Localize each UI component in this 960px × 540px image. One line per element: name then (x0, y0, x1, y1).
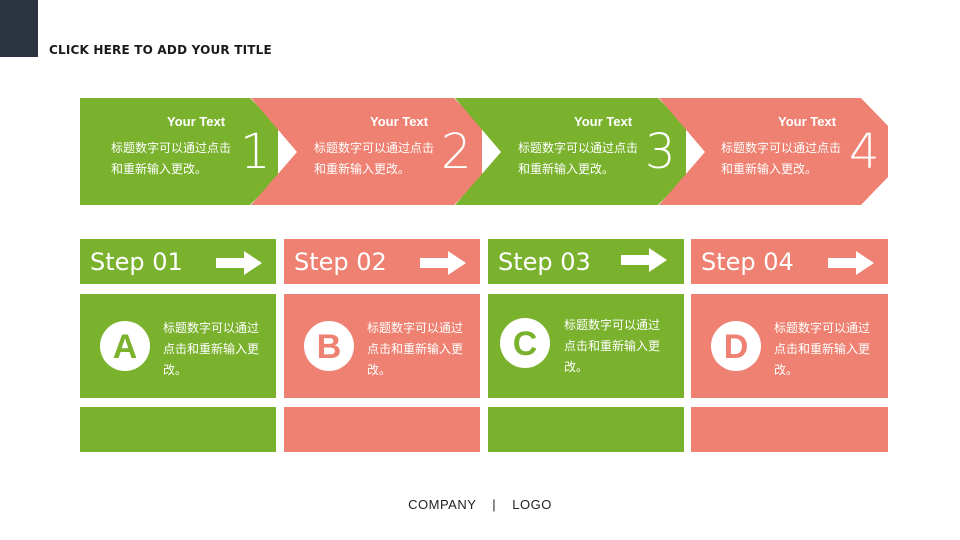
step-card: B 标题数字可以通过点击和重新输入更改。 (284, 294, 480, 398)
chevron-body: 标题数字可以通过点击和重新输入更改。 (111, 141, 232, 176)
step-card: A 标题数字可以通过点击和重新输入更改。 (80, 294, 276, 398)
chevron-shape (251, 98, 482, 205)
chevron-heading: Your Text (574, 114, 633, 129)
step-header: Step 01 (80, 239, 276, 284)
chevron-number: 4 (849, 124, 880, 180)
step-letter-badge: A (100, 321, 150, 371)
arrow-right-icon (216, 251, 262, 275)
chevron-shape (455, 98, 686, 205)
footer-separator: | (492, 497, 497, 512)
arrow-right-icon (828, 251, 874, 275)
chevron-heading: Your Text (370, 114, 429, 129)
chevron-3: Your Text 标题数字可以通过点击和重新输入更改。 3 (455, 98, 686, 205)
step-label: Step 03 (498, 248, 591, 276)
chevron-body: 标题数字可以通过点击和重新输入更改。 (518, 141, 639, 176)
footer: COMPANY | LOGO (0, 497, 960, 512)
step-footer-bar (691, 407, 888, 452)
step-header: Step 04 (691, 239, 888, 284)
step-letter-badge: C (500, 318, 550, 368)
step-body-text: 标题数字可以通过点击和重新输入更改。 (564, 318, 661, 374)
step-footer-bar (284, 407, 480, 452)
step-card: D 标题数字可以通过点击和重新输入更改。 (691, 294, 888, 398)
chevron-body: 标题数字可以通过点击和重新输入更改。 (721, 141, 842, 176)
step-header: Step 03 (488, 239, 684, 284)
chevron-body: 标题数字可以通过点击和重新输入更改。 (314, 141, 435, 176)
chevron-1: Your Text 标题数字可以通过点击和重新输入更改。 1 (80, 98, 278, 205)
chevron-shape (659, 98, 888, 205)
chevron-number: 1 (240, 124, 271, 180)
step-card: C 标题数字可以通过点击和重新输入更改。 (488, 294, 684, 398)
arrow-right-icon (621, 248, 667, 272)
chevron-heading: Your Text (778, 114, 837, 129)
slide-title[interactable]: CLICK HERE TO ADD YOUR TITLE (49, 43, 272, 57)
footer-logo: LOGO (512, 497, 552, 512)
chevron-4: Your Text 标题数字可以通过点击和重新输入更改。 4 (659, 98, 889, 205)
chevron-heading: Your Text (167, 114, 226, 129)
chevron-shape (80, 98, 278, 205)
chevron-2: Your Text 标题数字可以通过点击和重新输入更改。 2 (251, 98, 482, 205)
step-letter-badge: B (304, 321, 354, 371)
chevron-number: 2 (441, 124, 472, 180)
step-label: Step 04 (701, 248, 794, 276)
step-body-text: 标题数字可以通过点击和重新输入更改。 (367, 321, 464, 377)
step-label: Step 02 (294, 248, 387, 276)
step-label: Step 01 (90, 248, 183, 276)
step-letter-badge: D (711, 321, 761, 371)
corner-accent (0, 0, 38, 57)
step-header: Step 02 (284, 239, 480, 284)
step-body-text: 标题数字可以通过点击和重新输入更改。 (163, 321, 260, 377)
chevron-number: 3 (645, 124, 676, 180)
step-body-text: 标题数字可以通过点击和重新输入更改。 (774, 321, 871, 377)
step-footer-bar (488, 407, 684, 452)
footer-company: COMPANY (408, 497, 477, 512)
arrow-right-icon (420, 251, 466, 275)
step-footer-bar (80, 407, 276, 452)
